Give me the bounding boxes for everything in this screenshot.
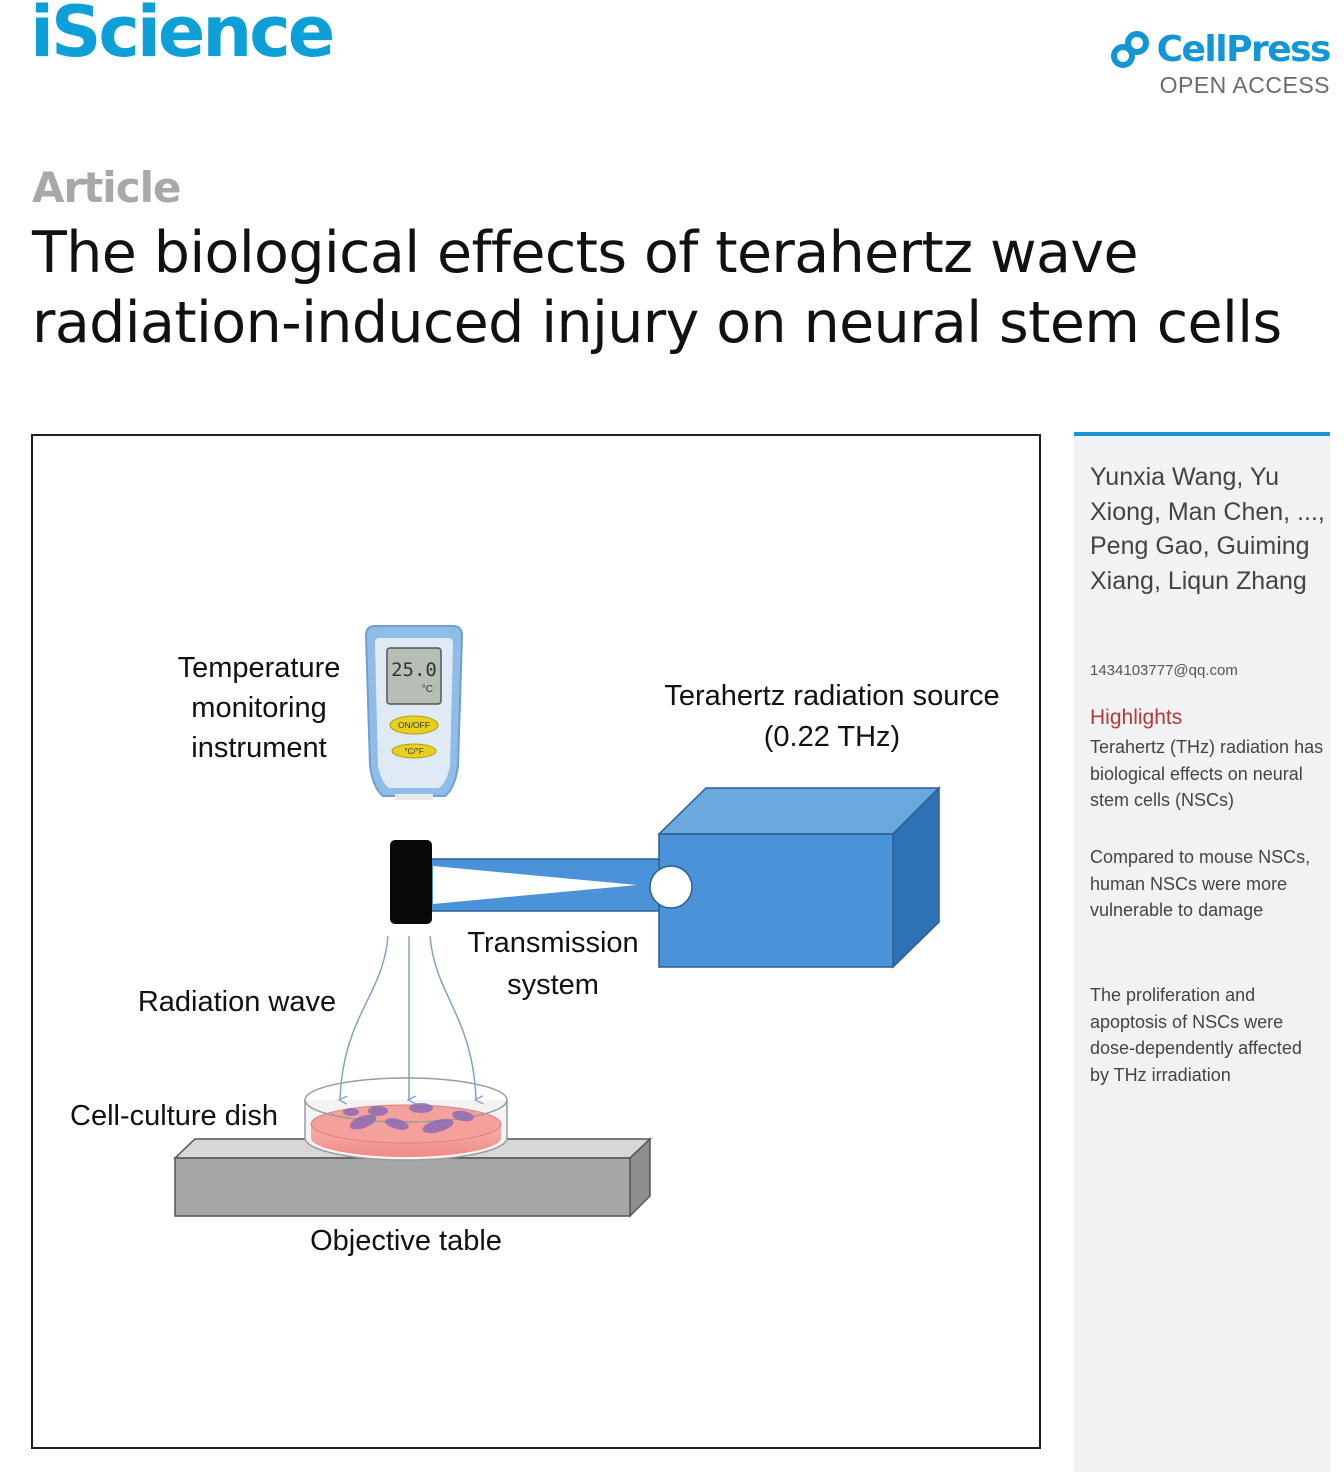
highlight-item: Compared to mouse NSCs, human NSCs were …	[1090, 847, 1311, 920]
journal-logo[interactable]: iScience	[30, 0, 335, 73]
label-objective-table: Objective table	[310, 1225, 502, 1257]
publisher-name: CellPress	[1156, 29, 1332, 70]
label-source-line2: (0.22 THz)	[764, 721, 900, 753]
graphical-abstract: 25.0 °C ON/OFF °C/°F Temperature monitor…	[31, 434, 1041, 1449]
publisher-logo[interactable]: CellPress OPEN ACCESS	[1109, 29, 1332, 98]
label-source-line1: Terahertz radiation source	[664, 680, 999, 712]
label-culture-dish: Cell-culture dish	[70, 1100, 278, 1132]
thermometer-reading: 25.0	[391, 659, 437, 681]
highlight-item: The proliferation and apoptosis of NSCs …	[1090, 985, 1302, 1085]
article-type-label: Article	[32, 163, 181, 212]
article-sidebar: Yunxia Wang, Yu Xiong, Man Chen, ..., Pe…	[1074, 432, 1330, 1472]
highlights-heading: Highlights	[1090, 706, 1183, 729]
transmission-system	[390, 840, 693, 924]
culture-dish	[304, 1077, 508, 1161]
terahertz-source	[657, 786, 941, 969]
objective-table	[173, 1137, 652, 1218]
author-list[interactable]: Yunxia Wang, Yu Xiong, Man Chen, ..., Pe…	[1090, 463, 1325, 595]
thermometer-unit: °C	[422, 684, 433, 695]
label-transmission-line1: Transmission	[467, 927, 638, 959]
label-temperature-line1: Temperature	[178, 652, 341, 684]
corresponding-email[interactable]: 1434103777@qq.com	[1090, 662, 1238, 679]
radiation-wave-arrows	[340, 935, 476, 1100]
label-radiation-wave: Radiation wave	[138, 986, 336, 1018]
onoff-button-label: ON/OFF	[398, 720, 430, 730]
neural-cells	[343, 1103, 474, 1134]
article-title: The biological effects of terahertz wave…	[32, 220, 1282, 356]
cellpress-mark-icon	[1110, 31, 1149, 68]
label-temperature-line3: instrument	[191, 732, 326, 764]
highlight-item: Terahertz (THz) radiation has biological…	[1090, 737, 1324, 810]
unit-button-label: °C/°F	[404, 747, 423, 756]
label-transmission-line2: system	[507, 969, 599, 1001]
thermometer: 25.0 °C ON/OFF °C/°F	[364, 625, 464, 800]
label-temperature-line2: monitoring	[191, 692, 326, 724]
open-access-label: OPEN ACCESS	[1159, 72, 1330, 98]
